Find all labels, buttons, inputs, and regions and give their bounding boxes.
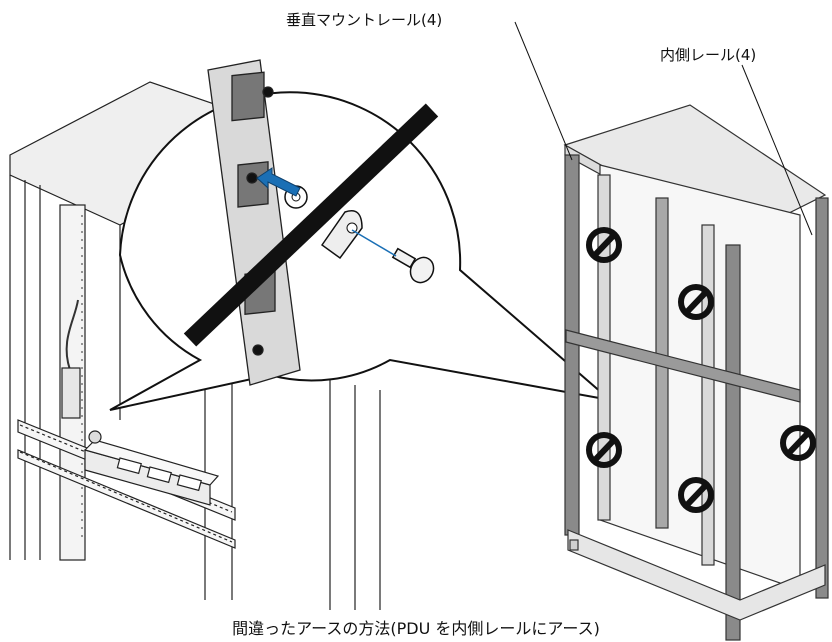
prohibition-marks: [586, 227, 816, 513]
magnified-callout: [109, 59, 614, 411]
ground-lug: [88, 430, 102, 444]
vertical-rail: [725, 244, 741, 641]
prohibit-icon: [780, 425, 816, 461]
figure-caption: 間違ったアースの方法(PDU を内側レールにアース): [232, 619, 600, 638]
prohibit-icon: [678, 284, 714, 320]
screw-icon: [391, 247, 435, 284]
prohibit-icon: [586, 432, 622, 468]
screw-path-line: [351, 229, 397, 257]
leader-vertical-rails: [514, 21, 573, 161]
callout-prohibit-slash: [183, 103, 439, 347]
inner-rail: [701, 224, 715, 566]
leader-inner-rails: [741, 64, 813, 236]
right-rack: [563, 104, 829, 641]
blue-arrow-icon: [256, 167, 301, 197]
prohibit-icon: [678, 477, 714, 513]
label-vertical-mount-rails: 垂直マウントレール(4): [286, 11, 443, 29]
vertical-rail: [815, 197, 829, 599]
label-inner-rails: 内側レール(4): [660, 46, 757, 64]
prohibit-icon: [586, 227, 622, 263]
